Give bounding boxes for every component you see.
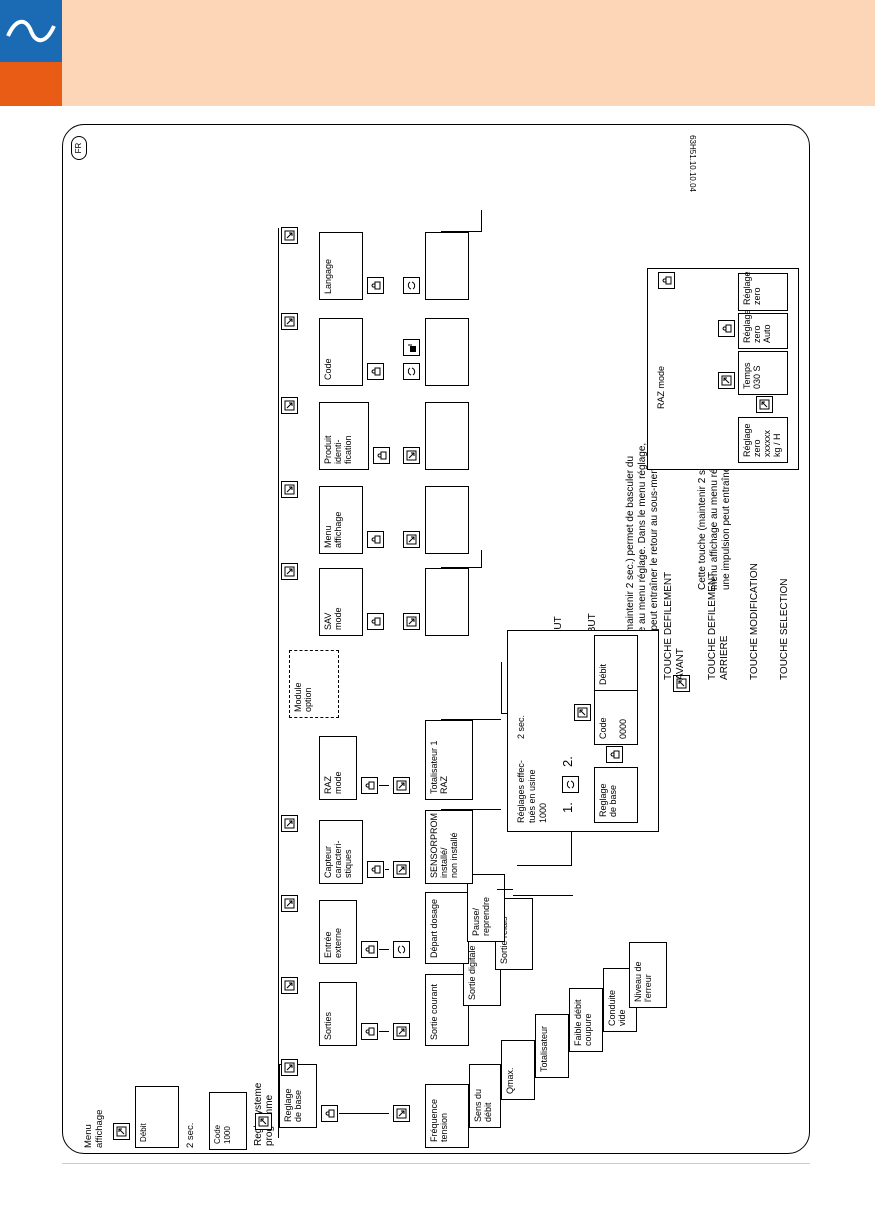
start-key-icon <box>756 396 773 413</box>
lock-key-icon[interactable] <box>361 941 378 958</box>
lock-key-icon <box>606 746 623 763</box>
legend-label-2: TOUCHE DEFILEMENT ARRIERE <box>707 571 730 680</box>
forward-scroll-key-icon[interactable] <box>281 1059 298 1076</box>
modify-key-icon <box>562 776 579 793</box>
wave-icon <box>6 19 56 43</box>
modify-key-icon[interactable] <box>403 277 420 294</box>
lock-key-icon[interactable] <box>373 447 390 464</box>
menu-diagram: FR Menu affichage Débit 2 sec. Code 1000… <box>67 130 807 1150</box>
forward-scroll-key-icon[interactable] <box>281 481 298 498</box>
forward-scroll-key-icon[interactable] <box>393 1105 410 1122</box>
diagram-frame <box>62 124 810 1154</box>
factory-settings-panel: Réglages effec- tués en usine 1000 1. 2.… <box>507 630 659 832</box>
raz-mode-panel: RAZ mode Réglage zero xxxxxx kg / H Temp… <box>647 268 799 470</box>
modify-key-icon[interactable] <box>393 941 410 958</box>
key-legend: TOUCHE DEFILEMENT AVANT TOUCHE DEFILEMEN… <box>67 130 807 1150</box>
start-key-icon[interactable] <box>255 1113 272 1130</box>
lock-key-icon[interactable] <box>367 277 384 294</box>
forward-scroll-key-icon[interactable] <box>281 977 298 994</box>
forward-scroll-key-icon[interactable] <box>403 531 420 548</box>
brand-logo <box>0 0 62 62</box>
forward-scroll-key-icon[interactable] <box>281 313 298 330</box>
forward-scroll-key-icon[interactable] <box>403 447 420 464</box>
brand-logo-orange <box>0 62 62 106</box>
forward-scroll-key-icon[interactable] <box>281 397 298 414</box>
legend-label-4: TOUCHE SELECTION <box>779 578 790 681</box>
forward-scroll-key-icon[interactable] <box>393 861 410 878</box>
lock-key-icon <box>658 272 675 289</box>
panels: Réglages effec- tués en usine 1000 1. 2.… <box>67 130 807 1150</box>
lock-key-icon[interactable] <box>321 1105 338 1122</box>
legend-label-3: TOUCHE MODIFICATION <box>749 563 760 680</box>
select-key-icon[interactable] <box>403 339 420 356</box>
start-key-icon <box>673 675 690 692</box>
lock-key-icon <box>718 320 735 337</box>
forward-scroll-key-icon[interactable] <box>403 613 420 630</box>
start-key-icon[interactable] <box>113 1123 130 1140</box>
forward-scroll-key-icon[interactable] <box>281 815 298 832</box>
footer-divider <box>62 1163 810 1164</box>
lock-key-icon[interactable] <box>367 531 384 548</box>
lock-key-icon[interactable] <box>361 1023 378 1040</box>
modify-key-icon[interactable] <box>403 363 420 380</box>
page-header-band <box>0 0 875 106</box>
lock-key-icon[interactable] <box>367 861 384 878</box>
forward-scroll-key-icon[interactable] <box>281 563 298 580</box>
forward-scroll-key-icon[interactable] <box>281 227 298 244</box>
start-key-icon <box>718 372 735 389</box>
forward-scroll-key-icon[interactable] <box>393 777 410 794</box>
legend-label-1: TOUCHE DEFILEMENT AVANT <box>663 571 686 680</box>
lock-key-icon[interactable] <box>367 613 384 630</box>
lock-key-icon[interactable] <box>361 777 378 794</box>
start-key-icon <box>574 704 591 721</box>
forward-scroll-key-icon[interactable] <box>393 1023 410 1040</box>
forward-scroll-key-icon[interactable] <box>281 895 298 912</box>
lock-key-icon[interactable] <box>367 363 384 380</box>
